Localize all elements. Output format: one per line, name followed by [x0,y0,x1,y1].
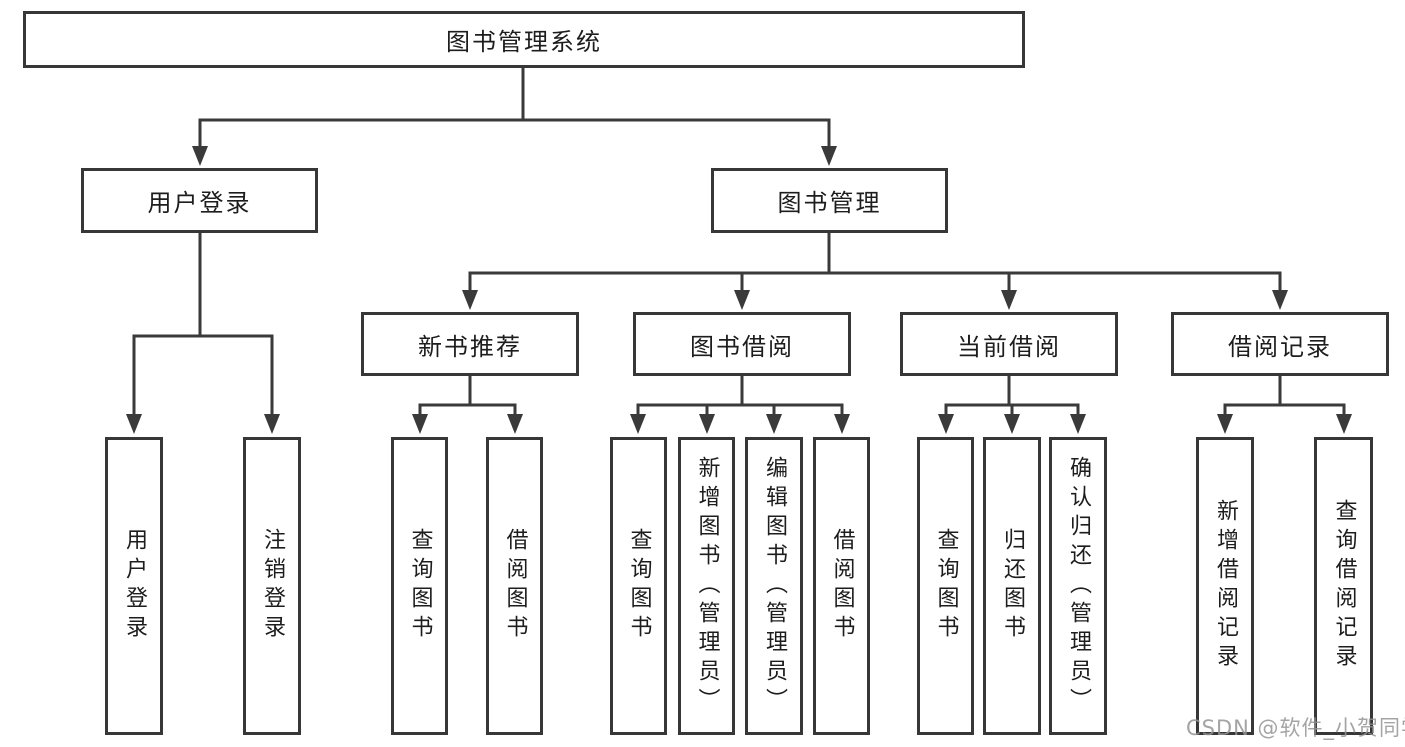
leaf-edit-book-admin: 编辑图书（管理员） [745,437,803,735]
arrow-down-icon [507,414,523,434]
arrow-down-icon [766,414,782,434]
leaf-borrow-books-recommend: 借阅图书 [486,437,543,735]
leaf-logout: 注销登录 [243,437,301,735]
arrow-down-icon [1336,414,1352,434]
leaf-user-login: 用户登录 [105,437,163,735]
arrow-down-icon [821,146,837,166]
arrowheads [126,146,1352,434]
arrow-down-icon [938,414,954,434]
leaf-borrow-books-borrowing: 借阅图书 [813,437,870,735]
node-current-borrowing: 当前借阅 [900,312,1118,376]
leaf-query-books-current: 查询图书 [917,437,974,735]
arrow-down-icon [412,414,428,434]
leaf-add-borrow-record: 新增借阅记录 [1196,437,1254,735]
arrow-down-icon [1272,290,1288,310]
arrow-down-icon [734,290,750,310]
node-new-book-recommendation: 新书推荐 [361,312,579,376]
leaf-confirm-return-admin: 确认归还（管理员） [1049,437,1107,735]
node-user-login: 用户登录 [81,168,318,233]
arrow-down-icon [192,146,208,166]
leaf-return-book: 归还图书 [983,437,1041,735]
arrow-down-icon [1004,414,1020,434]
leaf-add-book-admin: 新增图书（管理员） [678,437,735,735]
arrow-down-icon [630,414,646,434]
arrow-down-icon [834,414,850,434]
leaf-query-books-borrowing: 查询图书 [610,437,667,735]
leaf-query-borrow-record: 查询借阅记录 [1314,437,1373,735]
node-book-borrowing: 图书借阅 [633,312,851,376]
arrow-down-icon [1001,290,1017,310]
node-borrowing-records: 借阅记录 [1171,312,1389,376]
connector-path [132,68,1346,416]
csdn-watermark: CSDN @软件_小贺同学 [1186,716,1405,740]
node-book-management: 图书管理 [711,168,948,233]
arrow-down-icon [1070,414,1086,434]
node-library-management-system: 图书管理系统 [23,11,1025,68]
arrow-down-icon [699,414,715,434]
arrow-down-icon [126,414,142,434]
arrow-down-icon [462,290,478,310]
leaf-query-books-recommend: 查询图书 [391,437,448,735]
arrow-down-icon [264,414,280,434]
arrow-down-icon [1217,414,1233,434]
